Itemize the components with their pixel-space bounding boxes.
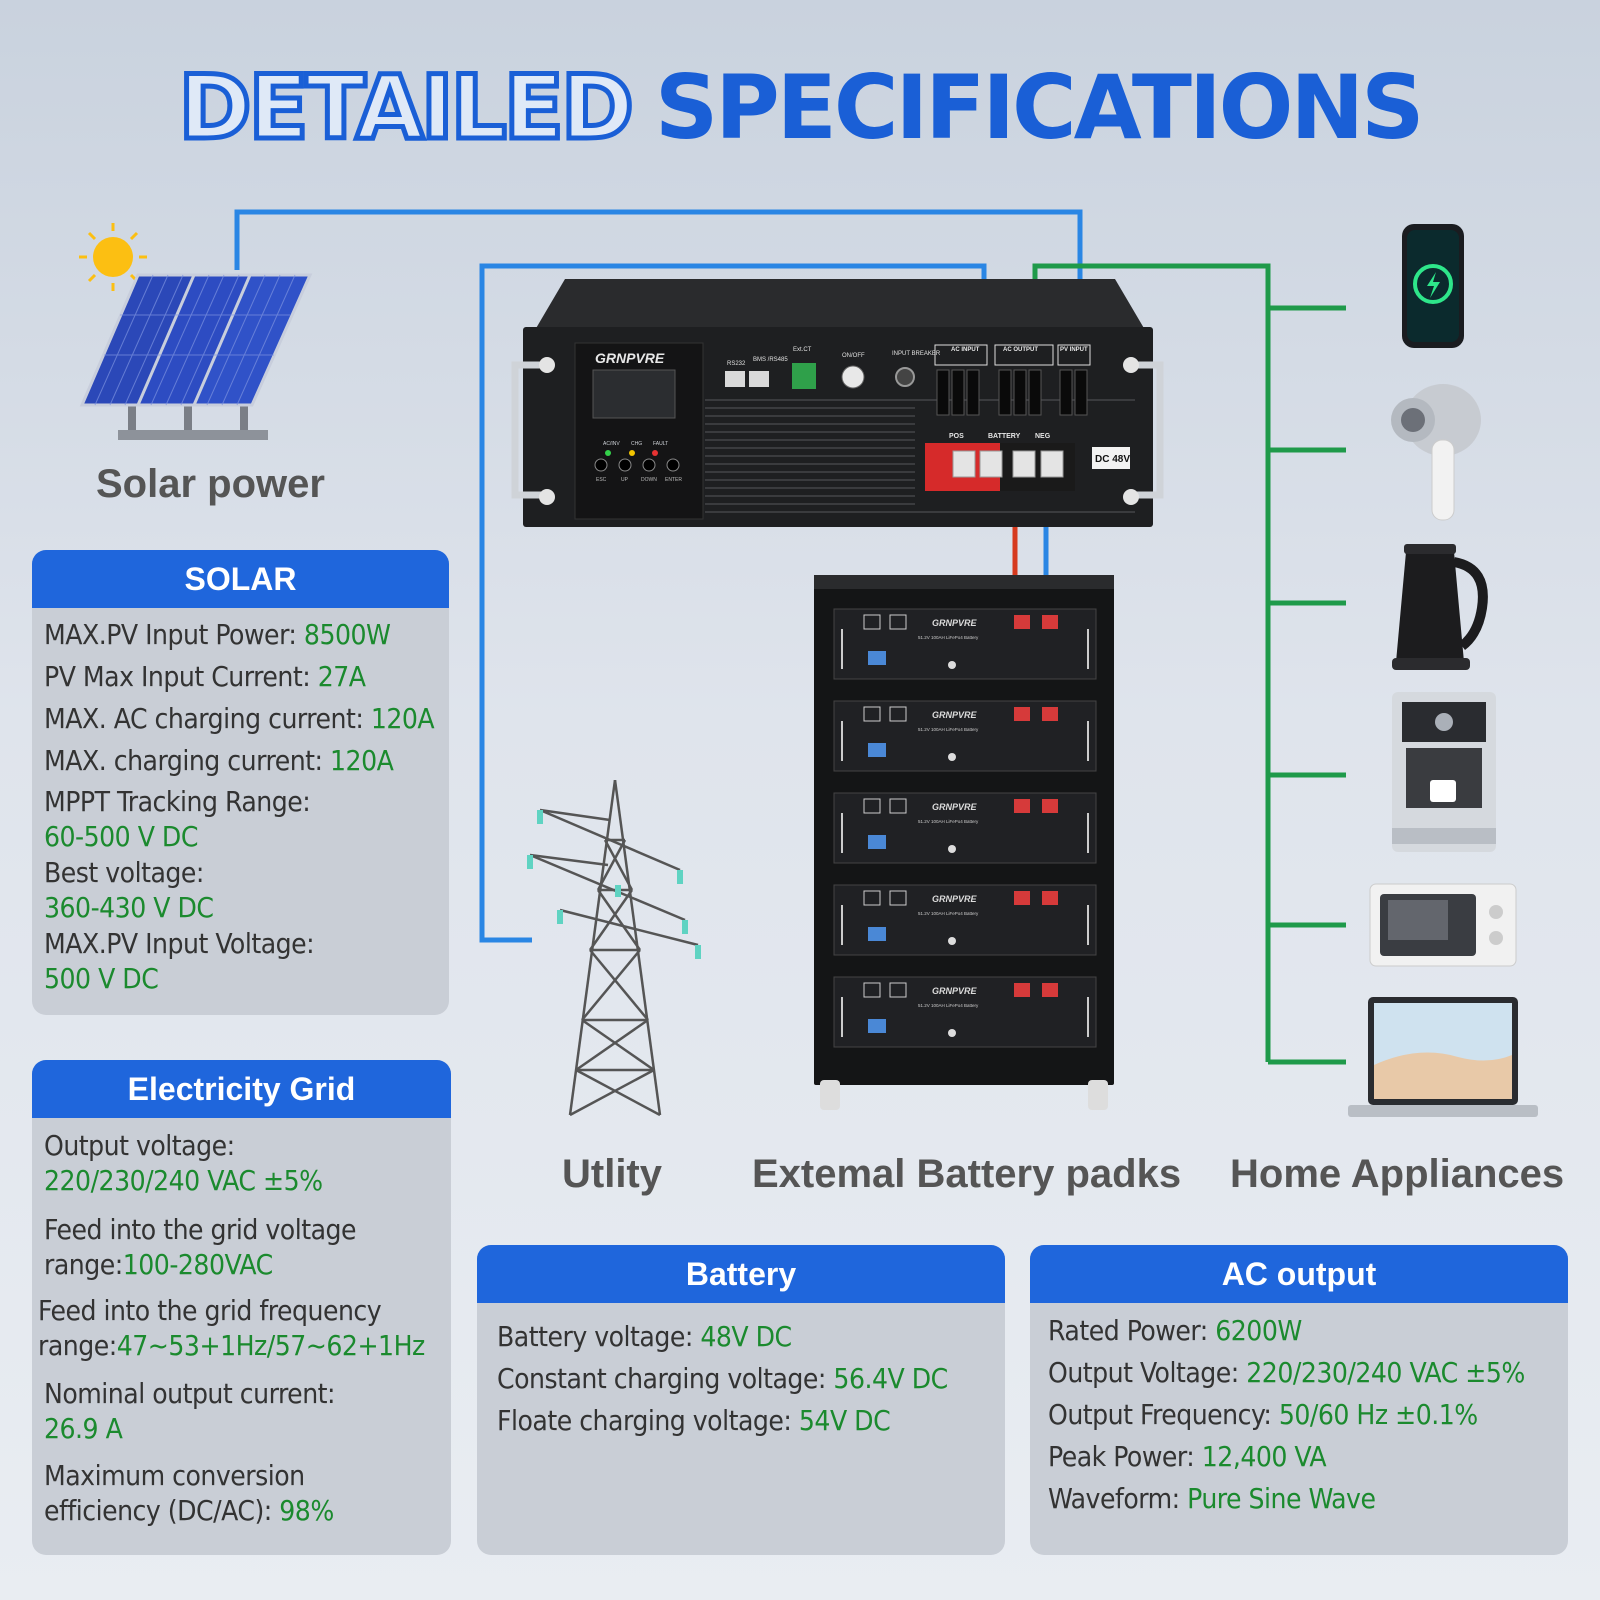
utility-tower-icon: [527, 780, 701, 1117]
battery-module-2: GRNPVRE 51.2V 100AH LiFePo4 Battery: [833, 700, 1097, 772]
on-off-switch: [841, 365, 865, 389]
battery-spec-3: Floate charging voltage: 54V DC: [497, 1404, 891, 1437]
ac-output-spec-2: Output Voltage: 220/230/240 VAC ±5%: [1048, 1356, 1525, 1389]
indicator-fault: FAULT: [653, 441, 668, 447]
solar-header: SOLAR: [32, 550, 449, 608]
solar-spec-7: MAX.PV Input Voltage:500 V DC: [44, 927, 315, 995]
home-appliances-label: Home Appliances: [1230, 1152, 1565, 1196]
battery-header: Battery: [477, 1245, 1005, 1303]
solar-spec-6: Best voltage:360-430 V DC: [44, 856, 214, 924]
battery-spec-panel: Battery Battery voltage: 48V DC Constant…: [477, 1245, 1005, 1555]
btn-down-label: DOWN: [641, 477, 657, 483]
input-breaker-label: INPUT BREAKER: [892, 351, 941, 357]
battery-spec-1: Battery voltage: 48V DC: [497, 1320, 792, 1353]
rack-handle-left: [511, 361, 545, 499]
grid-spec-panel: Electricity Grid Output voltage:220/230/…: [32, 1060, 451, 1555]
title-part-1: DETAILED: [176, 54, 636, 162]
solar-panels: [79, 273, 313, 440]
ac-output-spec-5: Waveform: Pure Sine Wave: [1048, 1482, 1376, 1515]
terminal-pv-input-label: PV INPUT: [1060, 347, 1088, 353]
btn-esc-label: ESC: [596, 477, 607, 483]
battery-packs-label: Extemal Battery padks: [752, 1152, 1182, 1196]
title-part-2: SPECIFICATIONS: [654, 56, 1425, 159]
vent-grille: [705, 399, 1135, 513]
battery-module-5-spec: 51.2V 100AH LiFePo4 Battery: [918, 1003, 979, 1008]
solar-spec-1: MAX.PV Input Power: 8500W: [44, 618, 391, 651]
on-off-label: ON/OFF: [842, 353, 865, 359]
hair-dryer-icon: [1391, 384, 1481, 521]
neg-terminal-cover: [1000, 443, 1075, 491]
indicator-chg: CHG: [631, 441, 642, 447]
grid-header: Electricity Grid: [32, 1060, 451, 1118]
rs232-port: [725, 371, 745, 387]
ac-output-spec-4: Peak Power: 12,400 VA: [1048, 1440, 1327, 1473]
solar-spec-3: MAX. AC charging current: 120A: [44, 702, 435, 735]
extct-terminal: [792, 363, 816, 389]
appliance-branches: [1268, 305, 1346, 1065]
btn-enter-label: ENTER: [665, 477, 682, 483]
battery-module-2-brand: GRNPVRE: [932, 710, 978, 720]
input-breaker: [895, 367, 915, 387]
battery-module-4-spec: 51.2V 100AH LiFePo4 Battery: [918, 911, 979, 916]
utility-label: Utlity: [562, 1152, 662, 1196]
btn-up-label: UP: [621, 477, 629, 483]
battery-terminal-label: BATTERY: [988, 433, 1021, 440]
battery-module-5-brand: GRNPVRE: [932, 986, 978, 996]
battery-spec-2: Constant charging voltage: 56.4V DC: [497, 1362, 948, 1395]
inverter-brand: GRNPVRE: [595, 350, 665, 366]
battery-module-3: GRNPVRE 51.2V 100AH LiFePo4 Battery: [833, 792, 1097, 864]
indicator-ac-inv: AC/INV: [603, 441, 620, 447]
ac-output-spec-3: Output Frequency: 50/60 Hz ±0.1%: [1048, 1398, 1478, 1431]
battery-module-1: GRNPVRE 51.2V 100AH LiFePo4 Battery: [833, 608, 1097, 680]
terminal-ac-input-label: AC INPUT: [951, 347, 980, 353]
ac-output-spec-1: Rated Power: 6200W: [1048, 1314, 1302, 1347]
inverter-unit: GRNPVRE AC/INV CHG FAULT ESC UP DOWN ENT…: [511, 279, 1164, 527]
solar-power-label: Solar power: [96, 462, 325, 506]
battery-module-3-spec: 51.2V 100AH LiFePo4 Battery: [918, 819, 979, 824]
ac-output-header: AC output: [1030, 1245, 1568, 1303]
battery-module-1-spec: 51.2V 100AH LiFePo4 Battery: [918, 635, 979, 640]
solar-panel-illustration: [79, 223, 313, 440]
grid-spec-1: Output voltage:220/230/240 VAC ±5%: [44, 1129, 323, 1197]
kettle-icon: [1392, 544, 1488, 670]
battery-module-5: GRNPVRE 51.2V 100AH LiFePo4 Battery: [833, 976, 1097, 1048]
rack-handle-right: [1130, 361, 1164, 499]
microwave-icon: [1369, 883, 1517, 967]
ac-output-spec-panel: AC output Rated Power: 6200W Output Volt…: [1030, 1245, 1568, 1555]
battery-module-4-brand: GRNPVRE: [932, 894, 978, 904]
rs485-port: [749, 371, 769, 387]
battery-module-3-brand: GRNPVRE: [932, 802, 978, 812]
port-extct-label: Ext.CT: [793, 347, 812, 353]
grid-spec-4: Nominal output current:26.9 A: [44, 1377, 336, 1445]
battery-module-1-brand: GRNPVRE: [932, 618, 978, 628]
port-rs232-label: RS232: [727, 361, 746, 367]
battery-module-2-spec: 51.2V 100AH LiFePo4 Battery: [918, 727, 979, 732]
smartphone-icon: [1402, 224, 1464, 348]
port-bms-label: BMS /RS485: [753, 357, 788, 363]
battery-neg-label: NEG: [1035, 433, 1051, 440]
terminal-ac-output-label: AC OUTPUT: [1003, 347, 1038, 353]
battery-pos-label: POS: [949, 433, 964, 440]
solar-spec-panel: SOLAR MAX.PV Input Power: 8500W PV Max I…: [32, 550, 449, 1015]
battery-module-4: GRNPVRE 51.2V 100AH LiFePo4 Battery: [833, 884, 1097, 956]
laptop-icon: [1348, 997, 1538, 1117]
dc-48v-label: DC 48V: [1095, 454, 1130, 465]
solar-spec-2: PV Max Input Current: 27A: [44, 660, 366, 693]
coffee-machine-icon: [1392, 692, 1496, 852]
battery-rack: GRNPVRE 51.2V 100AH LiFePo4 Battery GRNP…: [814, 575, 1114, 1110]
solar-spec-5: MPPT Tracking Range:60-500 V DC: [44, 785, 311, 853]
lcd-screen: [592, 369, 676, 419]
solar-spec-4: MAX. charging current: 120A: [44, 744, 394, 777]
